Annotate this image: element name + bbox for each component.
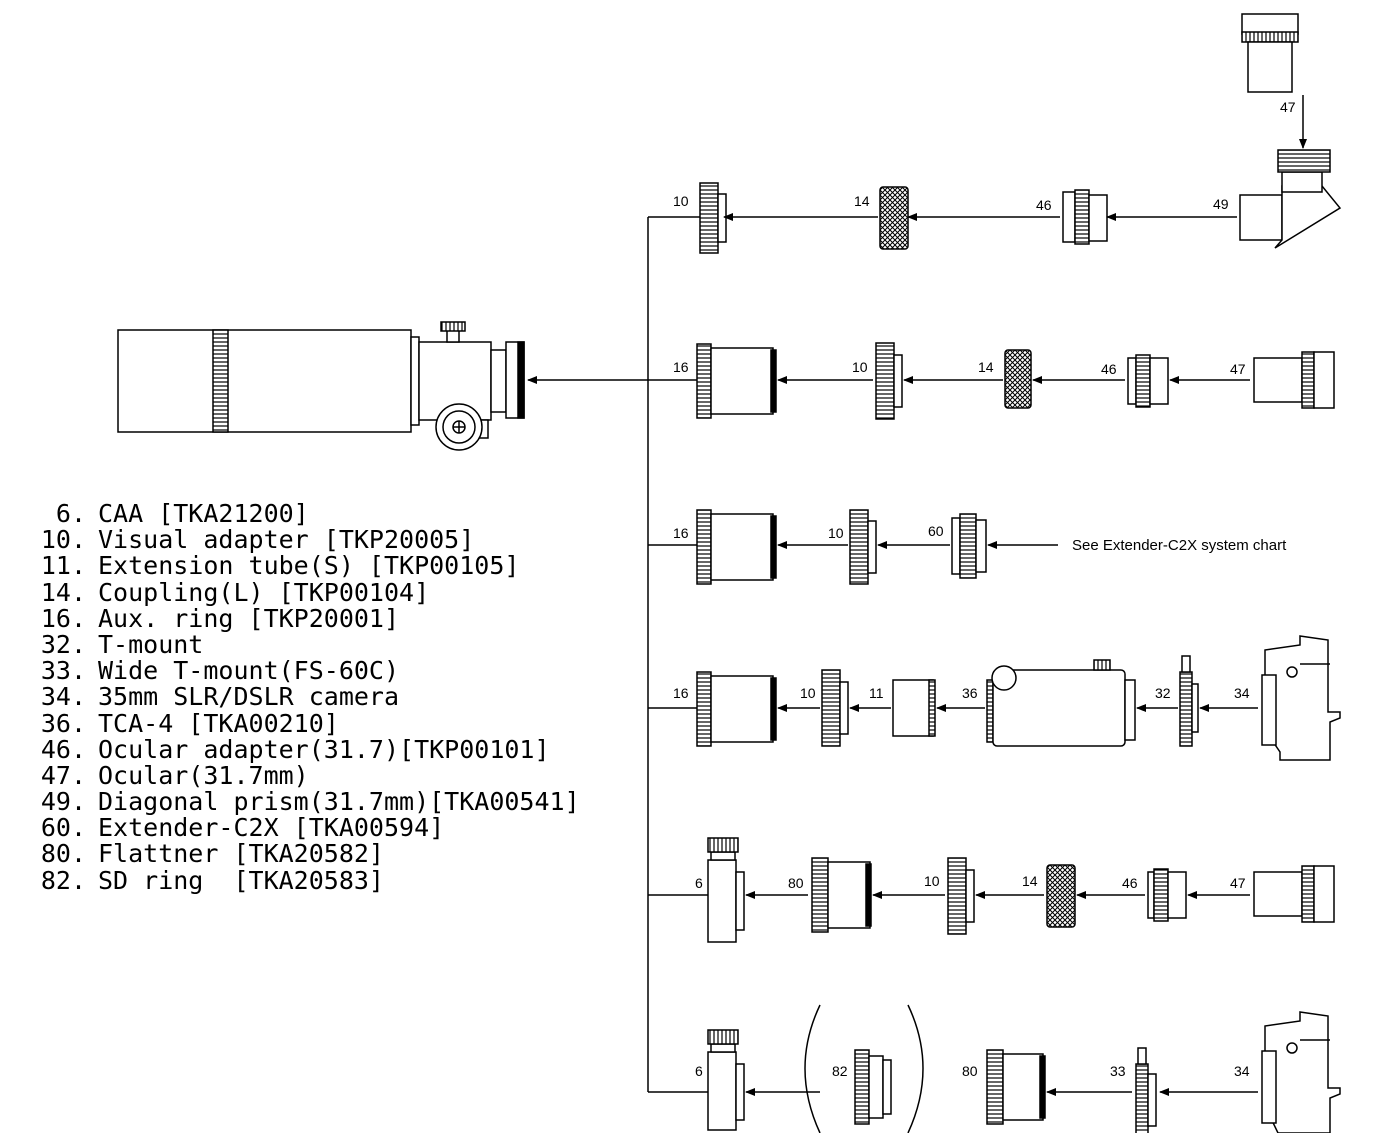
extender-reference-note: See Extender-C2X system chart — [1072, 537, 1287, 554]
legend-item: 11.Extension tube(S) [TKP00105] — [40, 551, 520, 581]
label-row2-16: 16 — [673, 359, 689, 375]
telescope-tube — [117, 321, 525, 451]
label-row2-14: 14 — [978, 359, 994, 375]
row1 — [648, 13, 1342, 254]
label-row4-16: 16 — [673, 685, 689, 701]
label-row2-10: 10 — [852, 359, 868, 375]
label-row4-10: 10 — [800, 685, 816, 701]
label-row3-10: 10 — [828, 525, 844, 541]
legend-item: 49.Diagonal prism(31.7mm)[TKA00541] — [40, 787, 580, 817]
legend-item: 34.35mm SLR/DSLR camera — [40, 682, 400, 712]
legend-item: 80.Flattner [TKA20582] — [40, 839, 384, 869]
legend-item: 47.Ocular(31.7mm) — [40, 760, 309, 790]
label-row3-60: 60 — [928, 523, 944, 539]
legend-item: 10.Visual adapter [TKP20005] — [40, 525, 475, 555]
legend-item: 32.T-mount — [40, 629, 204, 659]
label-row5-6: 6 — [695, 875, 703, 891]
legend-item: 60.Extender-C2X [TKA00594] — [40, 813, 445, 843]
legend-item: 82.SD ring [TKA20583] — [40, 865, 384, 895]
legend-item: 46.Ocular adapter(31.7)[TKP00101] — [40, 734, 550, 764]
legend-item: 36.TCA-4 [TKA00210] — [40, 708, 339, 738]
row6 — [648, 1004, 1341, 1133]
label-row6-34: 34 — [1234, 1063, 1250, 1079]
label-row1-47: 47 — [1280, 99, 1296, 115]
label-row1-46: 46 — [1036, 197, 1052, 213]
row5 — [648, 837, 1335, 943]
legend-item: 14.Coupling(L) [TKP00104] — [40, 577, 430, 607]
label-row4-36: 36 — [962, 685, 978, 701]
row3 — [648, 509, 1058, 585]
label-row6-6: 6 — [695, 1063, 703, 1079]
label-row4-32: 32 — [1155, 685, 1171, 701]
row2 — [648, 342, 1335, 420]
label-row5-47: 47 — [1230, 875, 1246, 891]
label-row4-34: 34 — [1234, 685, 1250, 701]
label-row5-46: 46 — [1122, 875, 1138, 891]
legend-item: 33.Wide T-mount(FS-60C) — [40, 656, 400, 686]
legend-item: 16.Aux. ring [TKP20001] — [40, 603, 400, 633]
row4 — [648, 635, 1341, 761]
label-row4-11: 11 — [869, 685, 884, 701]
label-row2-47: 47 — [1230, 361, 1246, 377]
label-row1-14: 14 — [854, 193, 870, 209]
label-row5-80: 80 — [788, 875, 804, 891]
label-row5-14: 14 — [1022, 873, 1038, 889]
label-row1-10: 10 — [673, 193, 689, 209]
parts-legend: 6.CAA [TKA21200] 10.Visual adapter [TKP2… — [0, 499, 580, 895]
label-row3-16: 16 — [673, 525, 689, 541]
label-row2-46: 46 — [1101, 361, 1117, 377]
label-row6-33: 33 — [1110, 1063, 1126, 1079]
label-row6-80: 80 — [962, 1063, 978, 1079]
legend-item: 6.CAA [TKA21200] — [55, 499, 309, 528]
label-row5-10: 10 — [924, 873, 940, 889]
label-row1-49: 49 — [1213, 196, 1229, 212]
label-row6-82: 82 — [832, 1063, 848, 1079]
